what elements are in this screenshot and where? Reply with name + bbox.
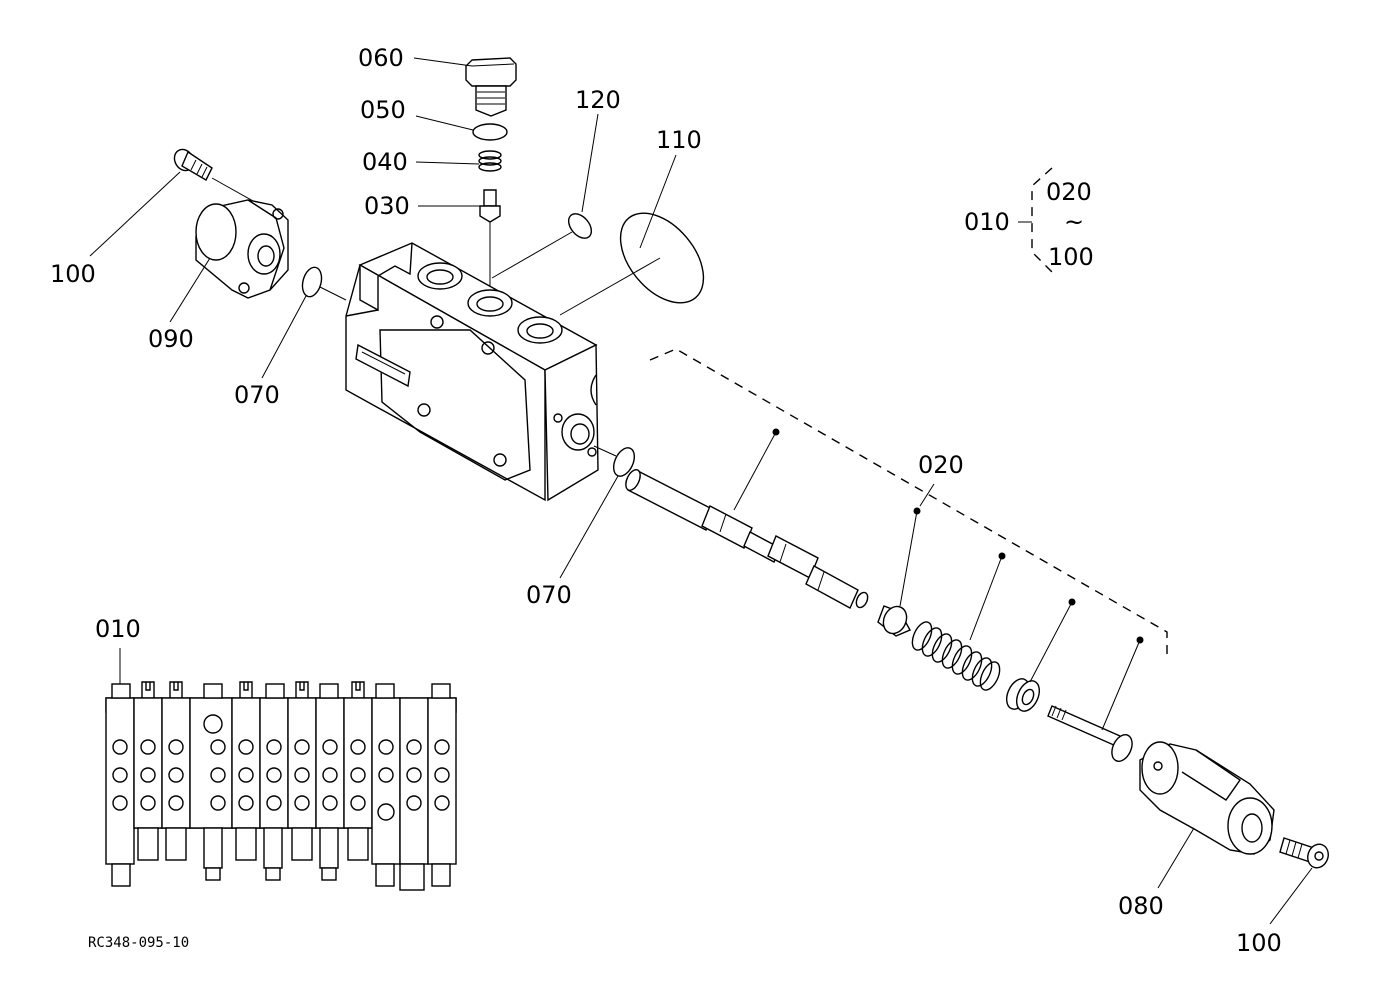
spool — [625, 469, 869, 609]
leader-060 — [413, 57, 473, 67]
assembly-note-from: 020 — [1046, 178, 1092, 206]
label-010-overview: 010 — [95, 615, 141, 643]
o-ring-070-lower — [612, 447, 636, 477]
label-060: 060 — [358, 44, 404, 72]
spring-seat — [877, 605, 911, 637]
drawing-code: RC348-095-10 — [88, 935, 189, 951]
o-ring-050 — [472, 123, 508, 141]
label-100-left: 100 — [50, 260, 96, 288]
leader-120 — [581, 113, 599, 213]
label-020: 020 — [918, 451, 964, 479]
label-120: 120 — [575, 86, 621, 114]
leader-040 — [415, 161, 480, 165]
axis-line-070-lower — [593, 445, 617, 457]
o-ring-110 — [619, 212, 705, 304]
leader-050 — [415, 115, 474, 131]
leader-spool — [733, 431, 777, 511]
leader-dot-stopper-bolt — [1136, 636, 1144, 644]
group-bracket-020 — [649, 348, 1168, 660]
label-030: 030 — [364, 192, 410, 220]
assembly-note-to: 100 — [1048, 243, 1094, 271]
cap-090 — [195, 199, 289, 299]
leader-stopper-bolt — [1101, 639, 1141, 731]
leader-spring-seat-right — [1029, 601, 1073, 683]
o-ring-070-upper — [301, 266, 323, 298]
label-070-lower: 070 — [526, 581, 572, 609]
leader-spring — [969, 555, 1003, 641]
o-ring-120 — [567, 213, 593, 239]
axis-line-120 — [491, 231, 573, 279]
leader-020 — [919, 483, 935, 507]
leader-100-right — [1269, 867, 1313, 925]
leader-dot-spring-seat — [913, 507, 921, 515]
assembly-note-tilde: ~ — [1064, 208, 1084, 236]
valve-stack-overview — [105, 681, 457, 891]
leader-dot-spring — [998, 552, 1006, 560]
cap-080 — [1139, 741, 1275, 855]
valve-body — [345, 242, 599, 502]
bolt-100-left — [173, 148, 213, 181]
leader-070-upper — [261, 295, 307, 379]
label-010-assembly: 010 — [964, 208, 1010, 236]
leader-100-left — [89, 171, 181, 257]
leader-dot-spring-seat-right — [1068, 598, 1076, 606]
assembly-note — [1018, 167, 1053, 273]
label-080: 080 — [1118, 892, 1164, 920]
leader-dot-spool — [772, 428, 780, 436]
label-070-upper: 070 — [234, 381, 280, 409]
leader-spring-seat — [899, 510, 918, 607]
leader-080 — [1157, 827, 1195, 889]
label-090: 090 — [148, 325, 194, 353]
bolt-100-right — [1279, 837, 1329, 869]
axis-line-070-upper — [319, 286, 347, 301]
plug-060 — [465, 57, 517, 117]
label-040: 040 — [362, 148, 408, 176]
label-100-right: 100 — [1236, 929, 1282, 957]
leader-090 — [169, 257, 211, 323]
label-110: 110 — [656, 126, 702, 154]
label-050: 050 — [360, 96, 406, 124]
leader-110 — [639, 154, 677, 249]
leader-070-lower — [559, 475, 619, 579]
stopper-bolt — [1047, 705, 1133, 762]
spring-seat-right — [1005, 678, 1041, 712]
spring-040 — [478, 150, 502, 172]
spool-spring — [911, 621, 1001, 691]
poppet-030 — [479, 189, 501, 223]
axis-line-110 — [559, 257, 661, 316]
